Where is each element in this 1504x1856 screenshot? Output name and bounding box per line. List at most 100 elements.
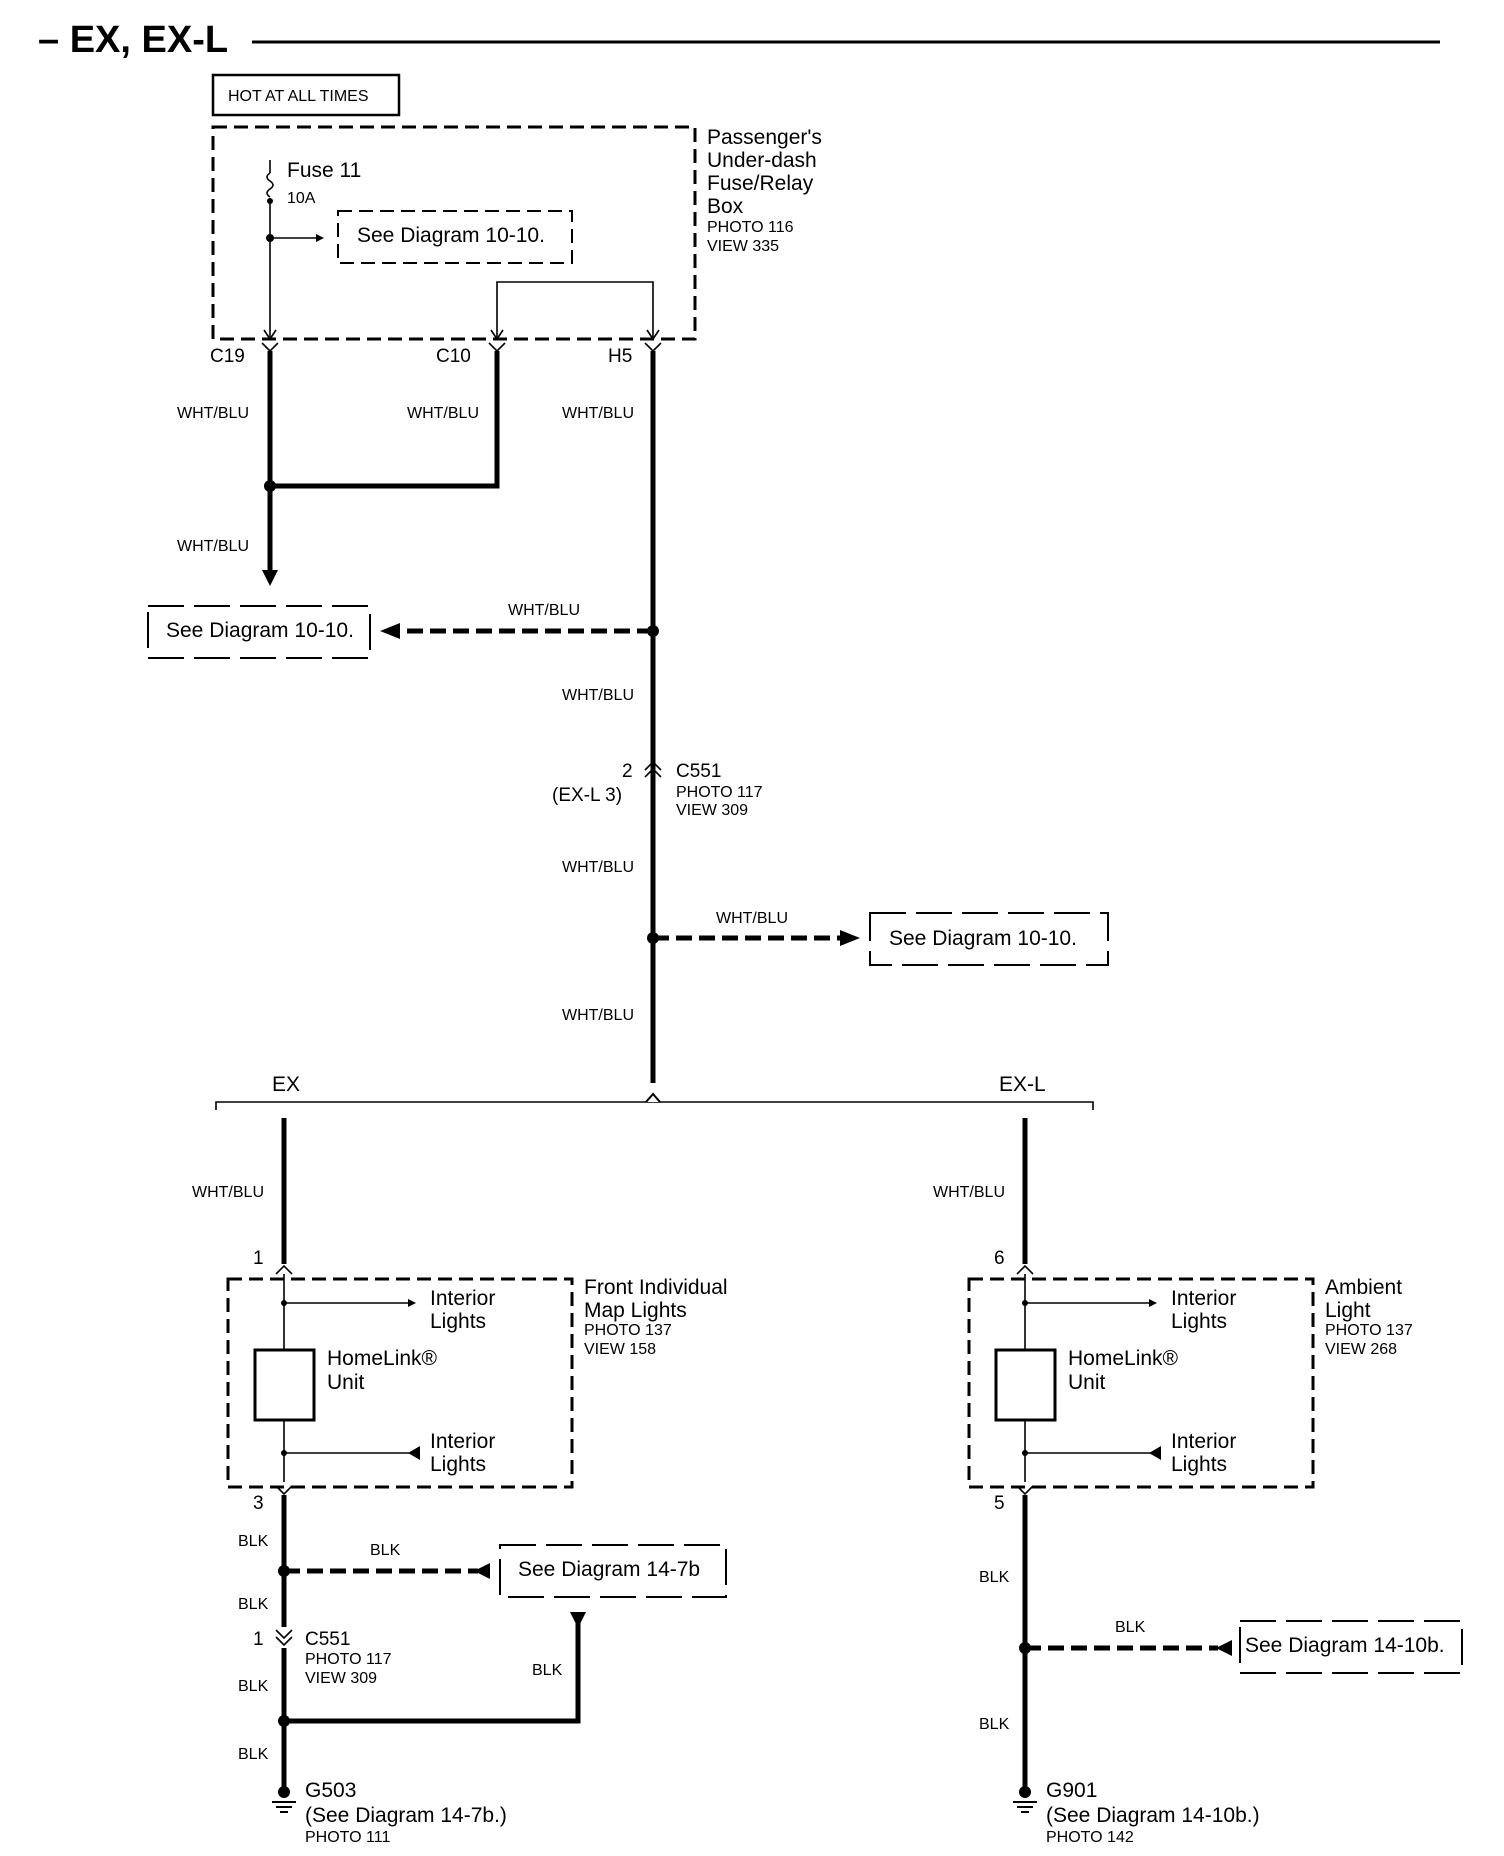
left-ref-arrow-icon — [380, 623, 400, 639]
mid-ref-arrow-icon — [840, 930, 860, 946]
exl-unit-label: Unit — [1068, 1371, 1106, 1394]
g901-photo: PHOTO 142 — [1046, 1829, 1134, 1846]
exl-pin-in-connector-icon — [1016, 1264, 1034, 1275]
c10-h5-jumper — [496, 281, 654, 337]
c551-top-name: C551 — [676, 761, 721, 782]
wire-label-ex-blk-ref: BLK — [370, 1542, 401, 1559]
ex-pin-in-connector-icon — [275, 1264, 293, 1275]
c551-top-photo: PHOTO 117 — [676, 784, 763, 801]
c551-bottom-photo: PHOTO 117 — [305, 1651, 392, 1668]
mid-ref-text: See Diagram 10-10. — [889, 927, 1077, 950]
option-bracket-notch — [645, 1092, 661, 1103]
ex-homelink-label: HomeLink® — [327, 1347, 438, 1370]
exl-ref-box — [1239, 1620, 1463, 1674]
terminal-c19: C19 — [210, 346, 245, 367]
ex-pin-out: 3 — [253, 1493, 264, 1514]
wire-label-ex-blk-1: BLK — [238, 1533, 269, 1550]
fuse-ref-box — [337, 210, 573, 264]
exl-bottom-interior-arrow-icon — [1149, 1446, 1161, 1460]
ex-unit-name-2: Map Lights — [584, 1299, 687, 1322]
g901-name: G901 — [1046, 1779, 1097, 1802]
option-bracket — [215, 1101, 1094, 1110]
c551-top-pin-alt: (EX-L 3) — [552, 785, 622, 806]
exl-unit-name-2: Light — [1325, 1299, 1371, 1322]
exl-bottom-interior: Interior — [1171, 1430, 1236, 1453]
fuse-ref-text: See Diagram 10-10. — [357, 224, 545, 247]
c10-arrow-icon — [490, 329, 504, 341]
g503-ground-icon — [272, 1801, 296, 1813]
exl-pin-in: 6 — [994, 1248, 1005, 1269]
wire-label-joined: WHT/BLU — [177, 538, 249, 555]
c551-top-connector-icon-2 — [644, 767, 662, 778]
wire-label-h5-4: WHT/BLU — [562, 1007, 634, 1024]
hot-at-all-times-box — [211, 73, 401, 117]
wire-label-ex-blk-return: BLK — [532, 1662, 563, 1679]
exl-ref-arrow-icon — [1216, 1640, 1232, 1656]
g503-see: (See Diagram 14-7b.) — [305, 1804, 507, 1827]
ex-bottom-interior-arrow-icon — [408, 1446, 420, 1460]
mid-ref-box — [869, 912, 1109, 966]
fuse-box-photo: PHOTO 116 — [707, 219, 794, 236]
ex-ref-box — [499, 1544, 727, 1598]
ex-bottom-lights: Lights — [430, 1453, 486, 1476]
c19-arrow-icon — [263, 329, 277, 341]
branch-label-ex: EX — [272, 1073, 300, 1096]
g901-ground-icon — [1013, 1801, 1037, 1813]
ex-unit-photo: PHOTO 137 — [584, 1322, 672, 1339]
exl-pin-out-connector-icon — [1016, 1485, 1034, 1496]
c551-bottom-connector-icon — [275, 1629, 293, 1640]
left-ref-text: See Diagram 10-10. — [166, 619, 354, 642]
exl-unit-box — [967, 1277, 1315, 1489]
fuse-box-name-1: Passenger's — [707, 126, 822, 149]
h5-connector-icon — [644, 342, 662, 353]
exl-homelink-label: HomeLink® — [1068, 1347, 1179, 1370]
c551-bottom-pin: 1 — [253, 1629, 264, 1650]
c551-top-pin: 2 — [622, 761, 633, 782]
ex-ref-text: See Diagram 14-7b — [518, 1558, 700, 1581]
exl-top-lights: Lights — [1171, 1310, 1227, 1333]
wire-label-c10: WHT/BLU — [407, 405, 479, 422]
exl-top-interior: Interior — [1171, 1287, 1236, 1310]
g503-name: G503 — [305, 1779, 356, 1802]
hot-at-all-times-label: HOT AT ALL TIMES — [228, 88, 369, 105]
ex-unit-name-1: Front Individual — [584, 1276, 728, 1299]
wire-label-exl-blk-2: BLK — [979, 1716, 1010, 1733]
fuse-box-name-4: Box — [707, 195, 744, 218]
ex-ref-return-arrow-icon — [570, 1612, 586, 1628]
terminal-h5: H5 — [608, 346, 632, 367]
h5-arrow-icon — [646, 329, 660, 341]
ex-pin-out-connector-icon — [275, 1485, 293, 1496]
ex-unit-box — [226, 1277, 574, 1489]
wire-label-ex-feed: WHT/BLU — [192, 1184, 264, 1201]
wire-label-left-ref: WHT/BLU — [508, 602, 580, 619]
c19-connector-icon — [261, 342, 279, 353]
fuse-rating: 10A — [287, 190, 316, 207]
wire-label-exl-feed: WHT/BLU — [933, 1184, 1005, 1201]
ex-top-interior: Interior — [430, 1287, 495, 1310]
wire-label-ex-blk-3: BLK — [238, 1678, 269, 1695]
c10-wire — [270, 351, 500, 489]
ex-top-lights: Lights — [430, 1310, 486, 1333]
wire-label-h5-3: WHT/BLU — [562, 859, 634, 876]
c551-bottom-connector-icon-2 — [275, 1636, 293, 1647]
ex-unit-view: VIEW 158 — [584, 1341, 656, 1358]
g503-ground-dot — [278, 1786, 290, 1798]
ex-unit-label: Unit — [327, 1371, 365, 1394]
exl-ref-text: See Diagram 14-10b. — [1245, 1634, 1445, 1657]
ex-bottom-interior: Interior — [430, 1430, 495, 1453]
exl-unit-photo: PHOTO 137 — [1325, 1322, 1413, 1339]
wire-label-exl-blk-ref: BLK — [1115, 1619, 1146, 1636]
terminal-c10: C10 — [436, 346, 471, 367]
ex-ref-arrow-icon — [474, 1563, 490, 1579]
c551-bottom-name: C551 — [305, 1629, 350, 1650]
g901-ground-dot — [1019, 1786, 1031, 1798]
fuse-name: Fuse 11 — [287, 159, 361, 182]
wire-label-c19: WHT/BLU — [177, 405, 249, 422]
c19-down-arrow-icon — [262, 570, 278, 586]
exl-unit-name-1: Ambient — [1325, 1276, 1402, 1299]
left-ref-box — [147, 605, 371, 659]
exl-bottom-lights: Lights — [1171, 1453, 1227, 1476]
branch-label-exl: EX-L — [999, 1073, 1046, 1096]
c10-connector-icon — [488, 342, 506, 353]
